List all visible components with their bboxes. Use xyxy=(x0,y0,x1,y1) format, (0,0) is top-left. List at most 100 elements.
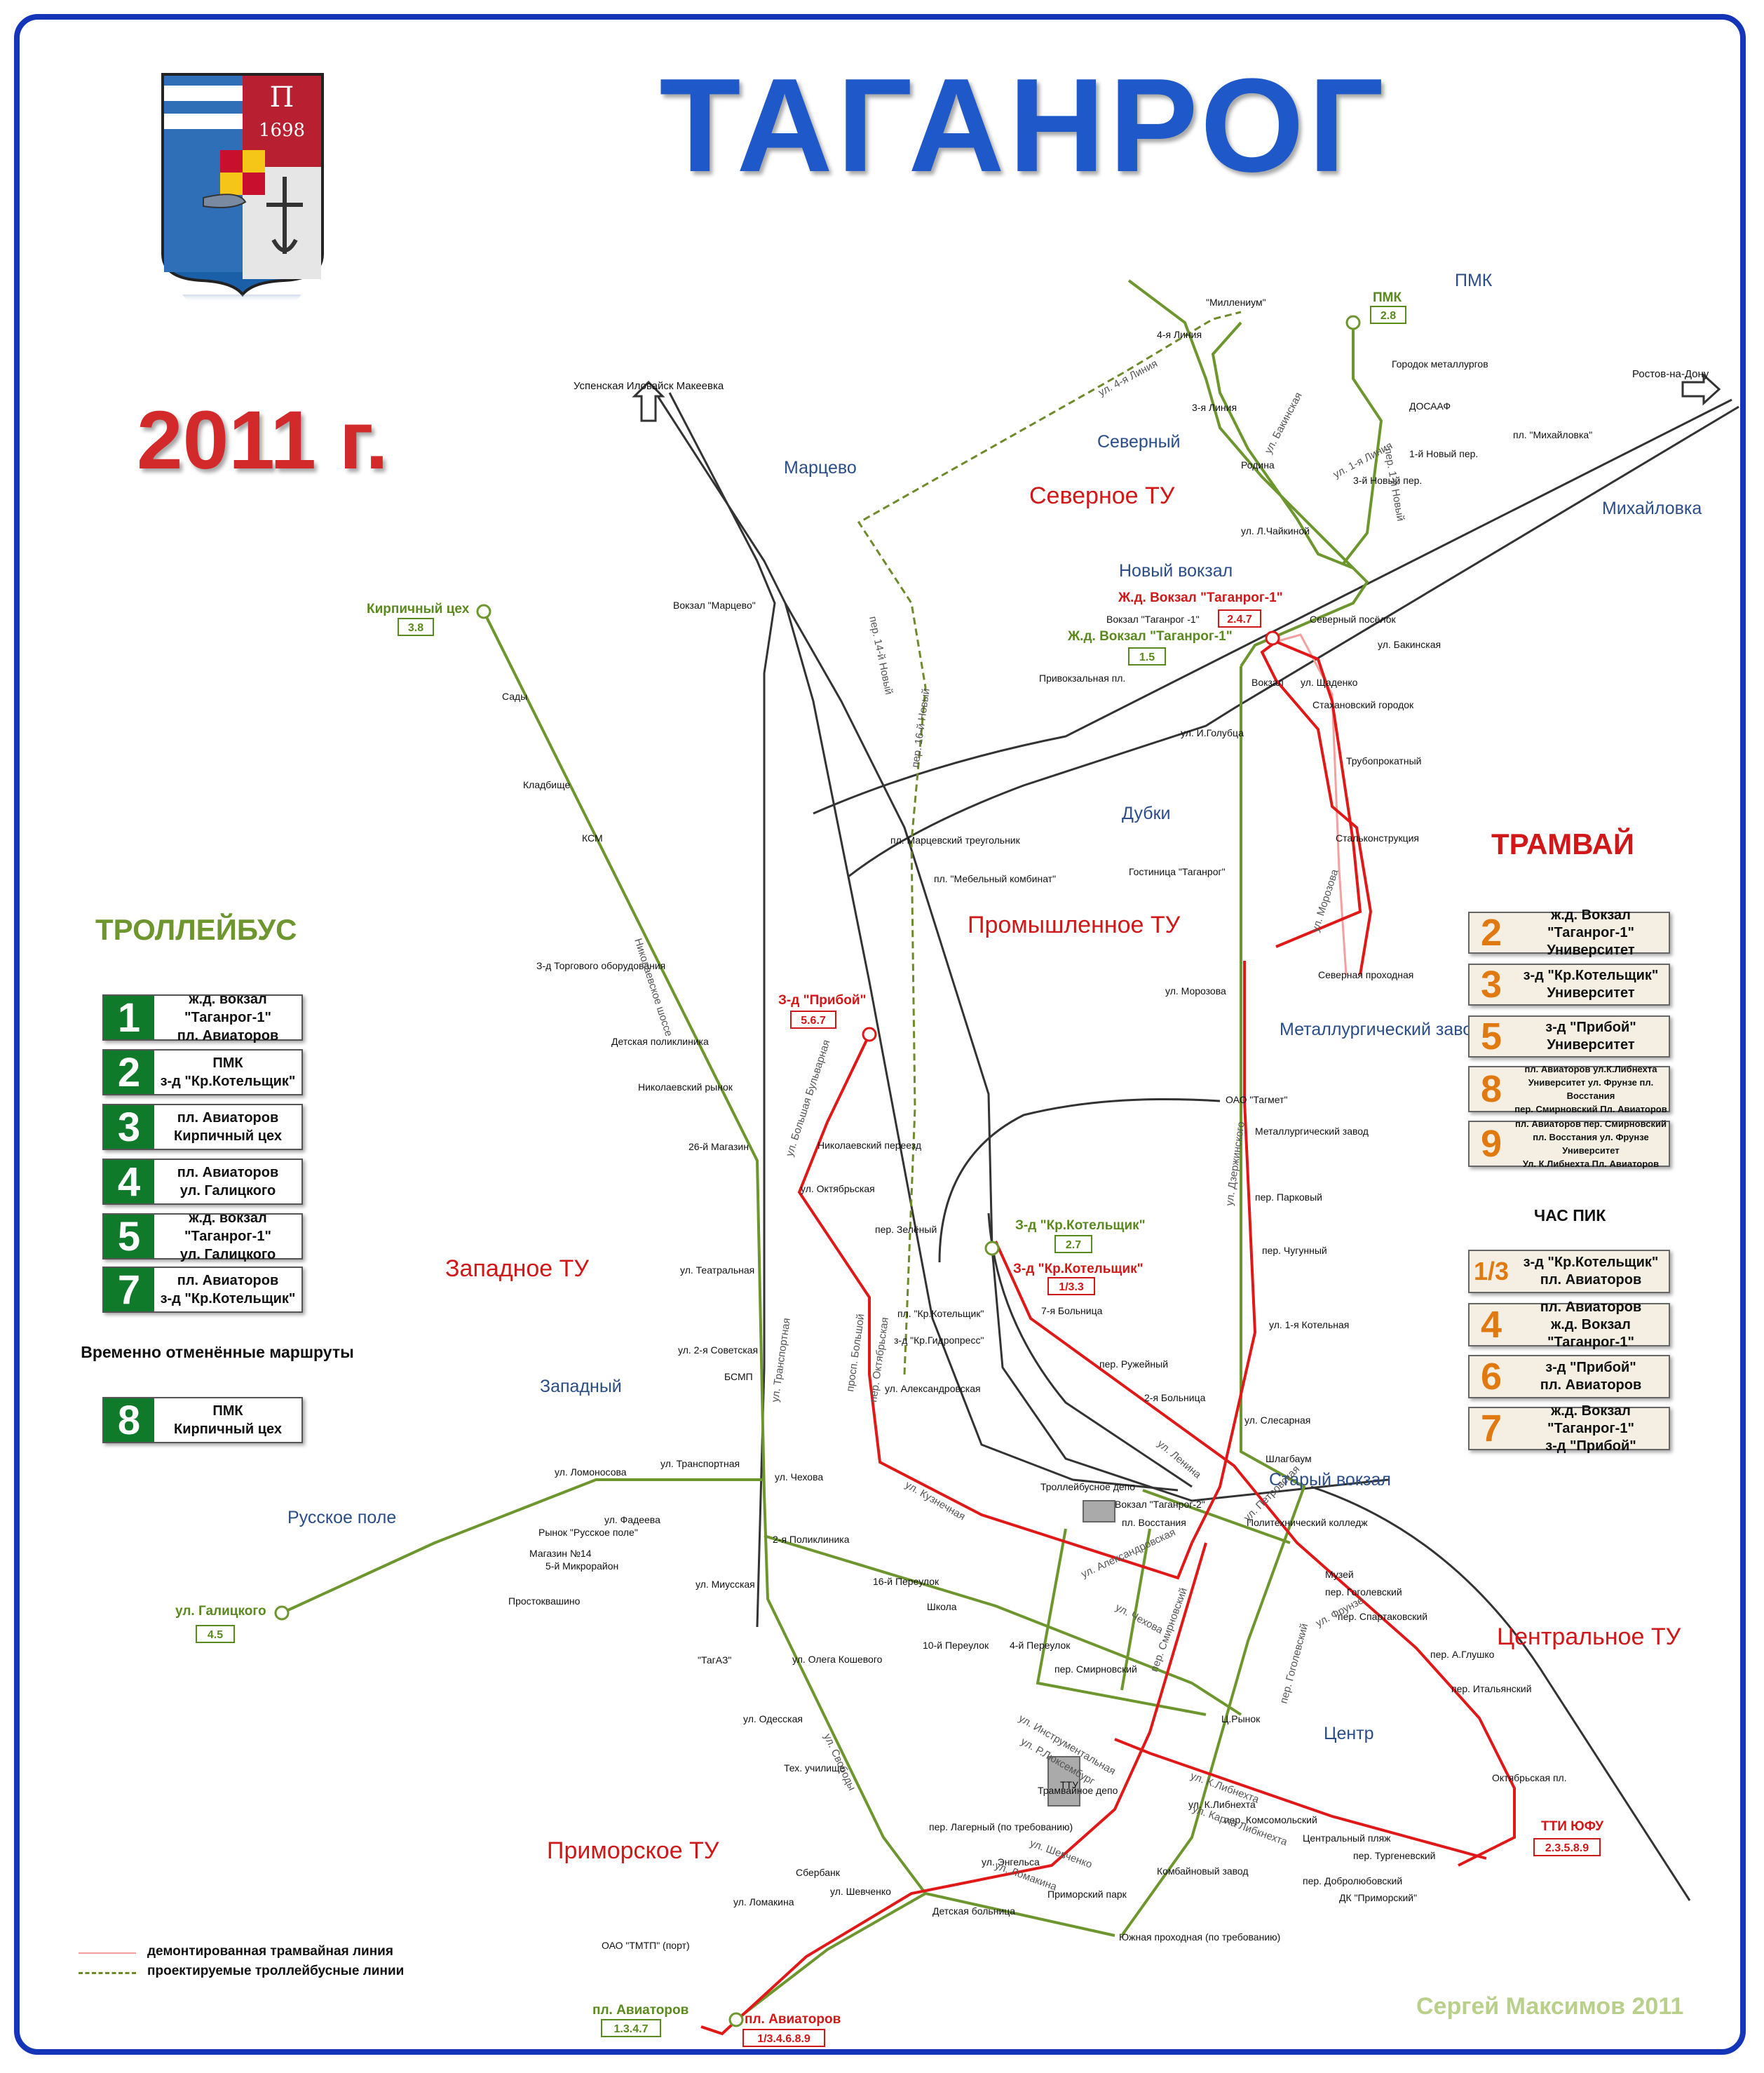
street-label: ул. Морозова xyxy=(1310,867,1341,933)
route-badge: 1/3.4.6.8.9 xyxy=(757,2033,810,2045)
stop-label: Троллейбусное депо xyxy=(1040,1481,1135,1492)
route-number: 5 xyxy=(104,1214,154,1260)
route-stop-text: пл. Восстания ул. Фрунзе Университет xyxy=(1533,1132,1649,1156)
stop-label: Южная проходная (по требованию) xyxy=(1119,1931,1280,1943)
route-stop-text: ж.д. Вокзал "Таганрог-1" xyxy=(1547,907,1634,940)
stop-label: ул. И.Голубца xyxy=(1181,727,1244,738)
route-number: 7 xyxy=(1480,1407,1502,1450)
route-from: пл. Авиаторов xyxy=(177,1165,279,1180)
terminal-name: З-д "Прибой" xyxy=(778,993,867,1008)
legend-dismantled-swatch xyxy=(79,1952,136,1954)
stop-label: Приморский парк xyxy=(1047,1889,1127,1900)
district-centralnoe: Центральное ТУ xyxy=(1497,1623,1681,1650)
route-to: ул. Галицкого xyxy=(179,1247,276,1262)
district-primorskoe: Приморское ТУ xyxy=(547,1837,719,1864)
stop-label: ул. Щаденко xyxy=(1301,677,1358,688)
map-year: 2011 г. xyxy=(137,394,388,487)
stop-label: ул. Шевченко xyxy=(830,1886,891,1897)
stop-label: "Миллениум" xyxy=(1206,297,1266,308)
street-label: ул. Кузнечная xyxy=(903,1479,968,1523)
area-stary-vokzal: Старый вокзал xyxy=(1269,1470,1391,1490)
route-number: 3 xyxy=(1480,964,1502,1006)
stop-label: ул. К.Либнехта xyxy=(1188,1799,1256,1810)
route-badge: 2.8 xyxy=(1380,310,1396,322)
route-number: 4 xyxy=(1480,1304,1502,1346)
area-mikhailovka: Михайловка xyxy=(1602,499,1702,518)
route-number: 3 xyxy=(104,1105,154,1150)
terminal-priboi-marker xyxy=(862,1027,877,1042)
terminal-aviatorov-marker xyxy=(728,2012,744,2027)
stop-label: ул. Александровская xyxy=(885,1383,981,1394)
terminal-name: Кирпичный цех xyxy=(367,602,470,616)
route-to: Кирпичный цех xyxy=(174,1422,282,1437)
street-label: пер. 16-й Новый xyxy=(909,688,932,769)
stop-label: пл. Марцевский треугольник xyxy=(890,835,1021,846)
stop-label: 3-й Новый пер. xyxy=(1353,475,1422,486)
terminal-name: ТТИ ЮФУ xyxy=(1541,1819,1603,1834)
stop-label: 2-я Поликлиника xyxy=(773,1534,850,1545)
stop-label: пл. "Кр.Котельщик" xyxy=(897,1308,984,1319)
route-number: 1/3 xyxy=(1473,1257,1509,1285)
terminal-kotelshchik-marker xyxy=(984,1241,1000,1256)
route-from: ПМК xyxy=(212,1403,243,1419)
stop-label: 26-й Магазин xyxy=(688,1141,749,1152)
terminal-name: Ж.д. Вокзал "Таганрог-1" xyxy=(1067,629,1233,644)
street-label: просп. Большой xyxy=(844,1313,867,1392)
street-label: ул. Ленина xyxy=(1155,1438,1203,1481)
stop-label: ОАО "Тагмет" xyxy=(1226,1094,1288,1105)
stop-label: Школа xyxy=(927,1601,957,1612)
route-stop-text: Университет xyxy=(1547,985,1635,1001)
stop-label: пер. Тургеневский xyxy=(1353,1850,1435,1861)
terminal-name: З-д "Кр.Котельщик" xyxy=(1013,1262,1144,1276)
route-endpoints: з-д "Прибой"пл. Авиаторов xyxy=(1513,1359,1669,1394)
route-number: 1 xyxy=(104,995,154,1041)
stop-label: Шлагбаум xyxy=(1266,1453,1312,1464)
route-stop-text: пл. Авиаторов ул.К.Либнехта xyxy=(1524,1064,1657,1074)
stop-label: пер. Чугунный xyxy=(1262,1245,1327,1256)
stop-label: ул. Л.Чайкиной xyxy=(1241,525,1310,536)
route-stop-text: пл. Авиаторов xyxy=(1540,1377,1642,1393)
legend-planned-swatch xyxy=(79,1972,136,1974)
stop-label: Сбербанк xyxy=(796,1867,841,1878)
terminal-name: пл. Авиаторов xyxy=(592,2003,688,2018)
stop-label: пер. Гоголевский xyxy=(1325,1586,1402,1598)
stop-label: ул. Олега Кошевого xyxy=(792,1654,883,1665)
route-endpoints: ж.д. вокзал "Таганрог-1"ул. Галицкого xyxy=(154,1209,301,1264)
route-stop-text: пл. Авиаторов xyxy=(1540,1272,1642,1288)
stop-label: ул. Слесарная xyxy=(1244,1414,1310,1426)
district-zapadnoe: Западное ТУ xyxy=(445,1255,589,1282)
stop-label: Центральный пляж xyxy=(1303,1832,1391,1844)
direction-uspenskaya: Успенская Иловайск Макеевка xyxy=(574,380,724,392)
terminal-name: ул. Галицкого xyxy=(175,1604,266,1619)
stop-label: Детская поликлиника xyxy=(611,1036,709,1047)
stop-label: Ц.Рынок xyxy=(1221,1713,1261,1724)
tram-header: ТРАМВАЙ xyxy=(1491,828,1635,860)
route-badge: 3.8 xyxy=(408,622,423,634)
legend-planned-label: проектируемые троллейбусные линии xyxy=(147,1964,405,1978)
area-martsevo: Марцево xyxy=(784,458,857,478)
stop-label: Николаевский переезд xyxy=(817,1140,921,1151)
stop-label: ул. Ломоносова xyxy=(555,1466,627,1478)
route-number: 2 xyxy=(1480,912,1502,954)
route-badge: 1/3.3 xyxy=(1059,1281,1084,1293)
route-badge: 1.3.4.7 xyxy=(614,2023,649,2035)
route-stop-text: з-д "Кр.Котельщик" xyxy=(1523,1255,1659,1270)
stop-label: Николаевский рынок xyxy=(638,1081,733,1093)
stop-label: ул. Октябрьская xyxy=(801,1183,875,1194)
route-from: пл. Авиаторов xyxy=(177,1273,279,1288)
stop-label: пер. Спартаковский xyxy=(1338,1611,1427,1622)
street-label: ул. Дзержинского xyxy=(1223,1121,1247,1206)
area-severny: Северный xyxy=(1097,432,1181,452)
stop-label: пл. "Мебельный комбинат" xyxy=(934,873,1056,884)
coat-letter: П xyxy=(270,81,294,114)
stop-label: З-д Торгового оборудования xyxy=(536,960,665,971)
stop-label: ул. 2-я Советская xyxy=(678,1344,758,1356)
stop-label: ул. Транспортная xyxy=(660,1458,740,1469)
